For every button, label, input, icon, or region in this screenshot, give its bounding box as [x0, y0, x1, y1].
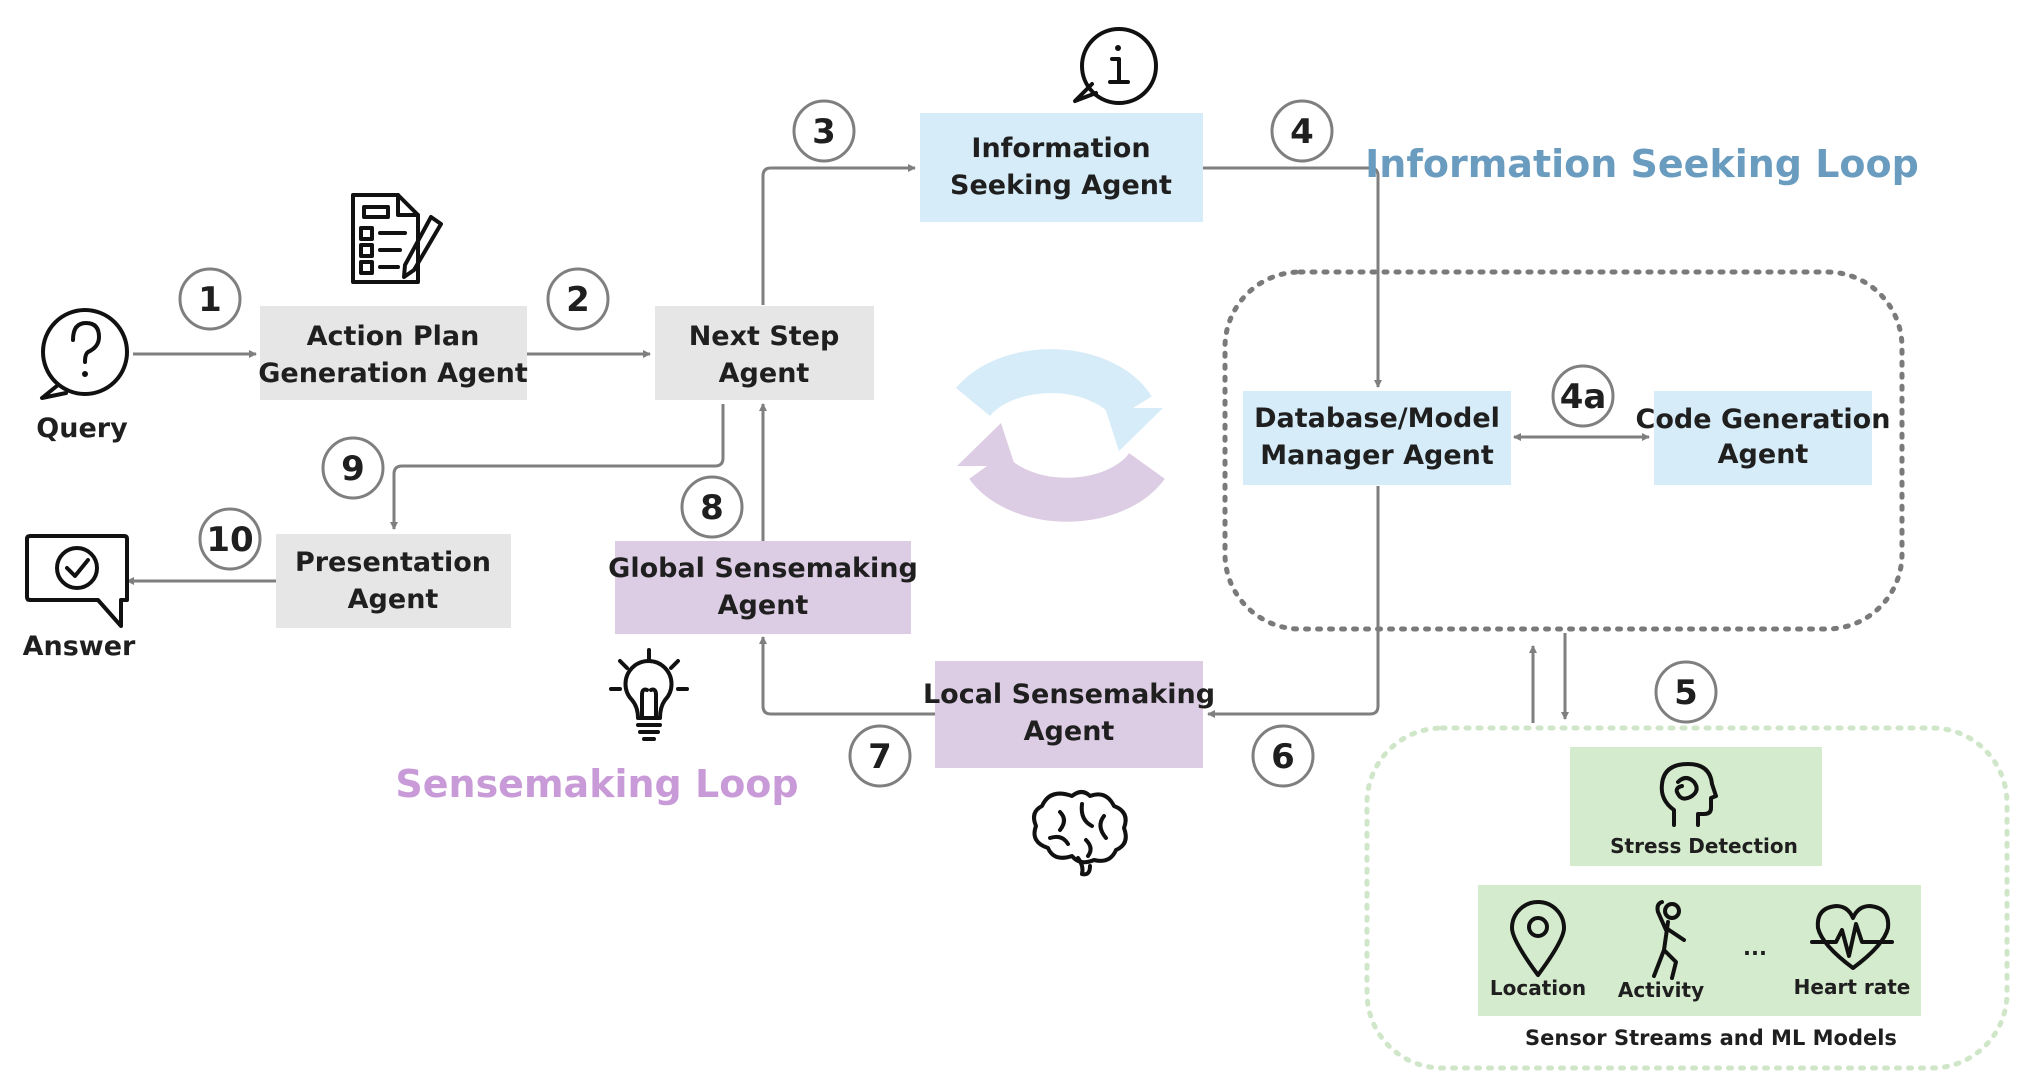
svg-text:Global Sensemaking: Global Sensemaking	[608, 553, 918, 584]
sensor-streams-box: Location Activity ... Heart rate	[1478, 885, 1921, 1016]
svg-text:4: 4	[1290, 112, 1314, 152]
ellipsis: ...	[1743, 936, 1767, 960]
location-pin-icon	[1510, 900, 1566, 977]
step-badge-3: 3	[792, 99, 856, 163]
svg-text:4a: 4a	[1560, 377, 1607, 417]
arrow-information-seeking-to-database	[1203, 166, 1382, 388]
local-sensemaking-agent: Local Sensemaking Agent	[923, 661, 1215, 768]
global-sensemaking-agent: Global Sensemaking Agent	[608, 541, 918, 634]
svg-text:2: 2	[566, 280, 590, 320]
checklist-document-icon	[351, 193, 443, 284]
svg-text:Agent: Agent	[1024, 716, 1115, 747]
next-step-agent: Next Step Agent	[655, 306, 874, 400]
svg-text:Seeking Agent: Seeking Agent	[950, 170, 1172, 201]
svg-text:Local Sensemaking: Local Sensemaking	[923, 679, 1215, 710]
svg-text:Next Step: Next Step	[689, 321, 840, 352]
information-seeking-loop-title: Information Seeking Loop	[1365, 142, 1919, 186]
svg-text:Stress Detection: Stress Detection	[1610, 834, 1798, 858]
svg-text:Agent: Agent	[348, 584, 439, 615]
step-badge-5: 5	[1654, 660, 1718, 724]
step-badge-8: 8	[680, 475, 744, 539]
svg-text:Agent: Agent	[1718, 439, 1809, 470]
step-badge-4a: 4a	[1551, 364, 1615, 428]
svg-text:Generation Agent: Generation Agent	[258, 358, 528, 389]
info-bubble-icon	[1073, 27, 1158, 105]
step-badge-7: 7	[848, 724, 912, 788]
information-seeking-agent: Information Seeking Agent	[920, 113, 1203, 222]
svg-text:5: 5	[1674, 673, 1698, 713]
activity-person-icon	[1652, 900, 1686, 980]
question-bubble-icon	[40, 308, 129, 400]
svg-text:Database/Model: Database/Model	[1254, 403, 1500, 434]
svg-text:Action Plan: Action Plan	[307, 321, 480, 352]
brain-icon	[1032, 790, 1128, 877]
step-badge-10: 10	[198, 507, 262, 571]
answer-label: Answer	[23, 631, 136, 662]
step-badge-6: 6	[1251, 724, 1315, 788]
query-label: Query	[36, 413, 128, 444]
svg-text:Presentation: Presentation	[295, 547, 491, 578]
svg-text:Heart rate: Heart rate	[1794, 975, 1911, 999]
sensor-streams-region	[1364, 725, 2010, 1071]
step-badge-9: 9	[321, 436, 385, 500]
svg-text:3: 3	[812, 112, 836, 152]
heart-rate-icon	[1810, 904, 1894, 970]
svg-text:Code Generation: Code Generation	[1636, 404, 1891, 435]
svg-text:Manager Agent: Manager Agent	[1260, 440, 1494, 471]
arrow-next-step-to-presentation	[390, 404, 725, 530]
code-generation-agent: Code Generation Agent	[1636, 391, 1891, 485]
action-plan-generation-agent: Action Plan Generation Agent	[258, 306, 528, 400]
presentation-agent: Presentation Agent	[276, 534, 511, 628]
svg-text:Agent: Agent	[718, 590, 809, 621]
head-brain-icon	[1659, 762, 1718, 827]
sensemaking-loop-title: Sensemaking Loop	[395, 762, 798, 806]
svg-text:10: 10	[206, 520, 253, 560]
step-badge-4: 4	[1270, 99, 1334, 163]
svg-text:8: 8	[700, 488, 724, 528]
svg-text:7: 7	[868, 737, 892, 777]
database-model-manager-agent: Database/Model Manager Agent	[1243, 391, 1511, 485]
arrow-database-to-local-sensemaking	[1207, 486, 1380, 718]
svg-text:6: 6	[1271, 737, 1295, 777]
lightbulb-icon	[609, 648, 689, 741]
svg-text:Agent: Agent	[719, 358, 810, 389]
answer-check-bubble-icon	[25, 534, 129, 628]
svg-text:1: 1	[198, 280, 222, 320]
arrow-next-step-to-information-seeking	[761, 164, 916, 305]
svg-text:9: 9	[341, 449, 365, 489]
step-badge-1: 1	[178, 267, 242, 331]
sensor-streams-title: Sensor Streams and ML Models	[1525, 1026, 1897, 1050]
cycle-arrows-icon	[956, 349, 1165, 522]
svg-text:Location: Location	[1490, 976, 1586, 1000]
svg-text:Information: Information	[971, 133, 1150, 164]
arrow-local-to-global-sensemaking	[759, 636, 935, 716]
svg-text:Activity: Activity	[1618, 978, 1704, 1002]
stress-detection-box: Stress Detection	[1570, 747, 1822, 866]
information-seeking-loop-region	[1222, 269, 1905, 632]
step-badge-2: 2	[546, 267, 610, 331]
